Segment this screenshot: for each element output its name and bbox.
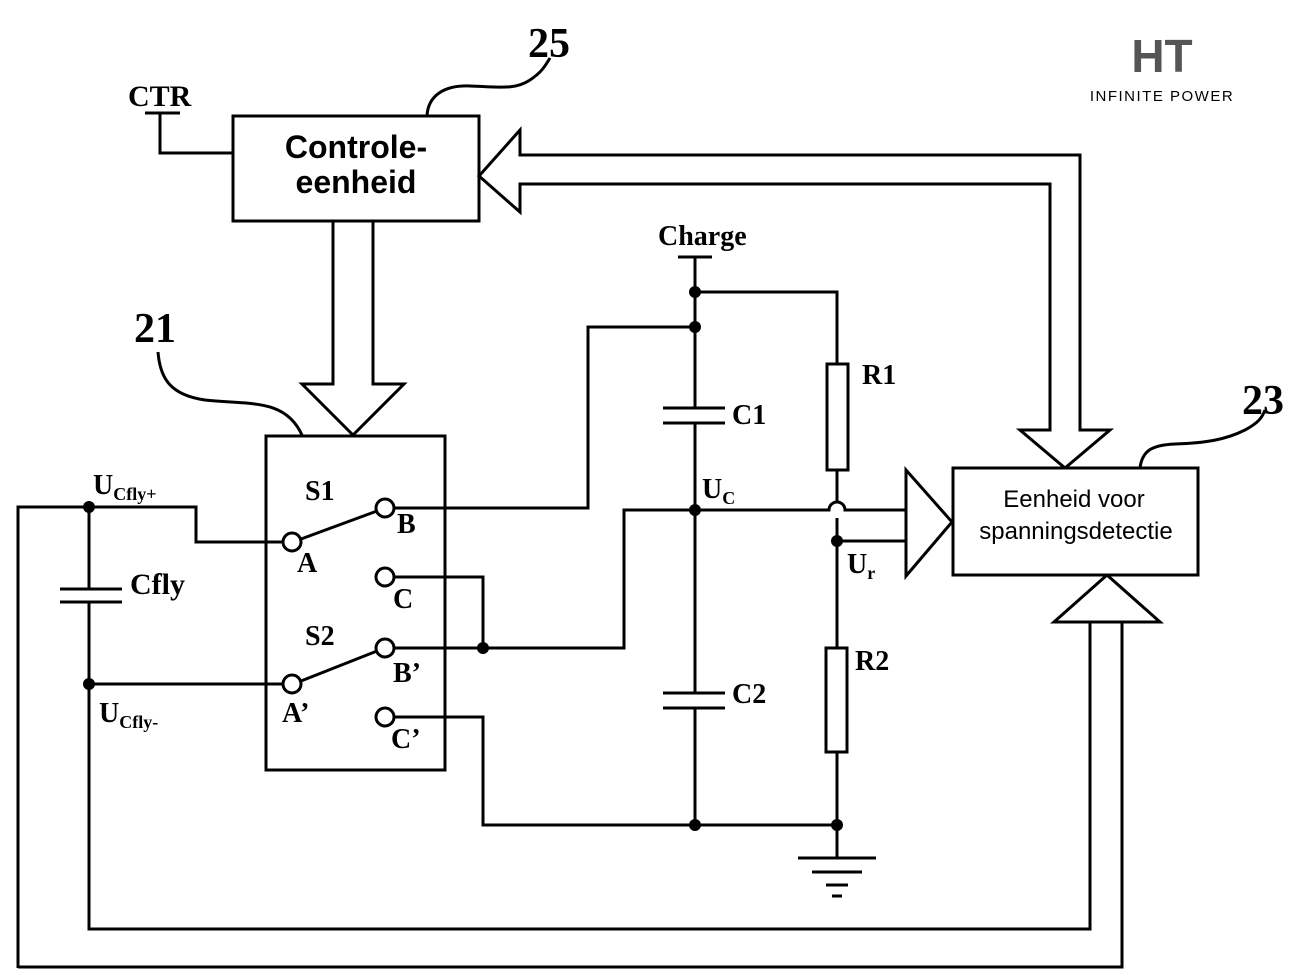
uc-label: UC [702, 474, 735, 508]
switch-contact-a-prime [281, 673, 303, 695]
wire-b-to-c1-top [394, 325, 695, 510]
arrow-up-shaft [1088, 622, 1124, 967]
junction-c1-top [689, 321, 701, 333]
s2-label: S2 [305, 621, 335, 652]
logo: HT INFINITE POWER [1090, 30, 1234, 105]
ref-25-leader [425, 57, 552, 117]
contact-a-label: A [297, 548, 318, 579]
r2-resistor [824, 646, 849, 754]
wire-c-to-node [394, 575, 485, 648]
c2-label: C2 [732, 679, 766, 710]
ctr-label: CTR [128, 80, 192, 113]
ucfly-plus-wire [16, 505, 283, 968]
control-unit-label-line1: Controle- [285, 129, 427, 165]
ref-23-leader [1138, 409, 1267, 469]
c2-plates [663, 691, 725, 710]
cfly-label: Cfly [130, 568, 185, 601]
uc-measure-wire [695, 500, 906, 512]
switch-contact-c [374, 566, 396, 588]
c1-plates [663, 406, 725, 425]
cfly-plates [60, 587, 122, 604]
ucfly-plus-label: UCfly+ [93, 470, 157, 504]
junction-ucfly-plus [83, 501, 95, 513]
switch-contact-b [374, 497, 396, 519]
contact-c-label: C [393, 584, 413, 615]
arrow-to-detection [904, 466, 954, 581]
switch-s2-blade [300, 649, 378, 683]
wire-b-prime-to-uc [394, 508, 695, 650]
switch-s1-blade [300, 509, 378, 541]
ctr-wire [145, 111, 233, 155]
contact-a-prime-label: A’ [282, 698, 309, 729]
arrow-up-to-detection [1050, 572, 1164, 624]
feedback-arrow-to-control [476, 126, 1115, 470]
r1-label: R1 [862, 360, 896, 391]
outer-return-wire [18, 622, 1124, 969]
detection-unit-label-line2: spanningsdetectie [979, 518, 1172, 545]
logo-tagline: INFINITE POWER [1090, 88, 1234, 105]
ref-23-label: 23 [1242, 378, 1284, 424]
ground-symbol [798, 856, 876, 898]
ref-21-leader [156, 351, 304, 436]
detection-unit-box [951, 466, 1200, 577]
charge-label: Charge [658, 221, 747, 252]
ur-label: Ur [847, 549, 875, 583]
r1-resistor [825, 362, 850, 472]
contact-b-prime-label: B’ [393, 658, 421, 689]
detection-unit-label-line1: Eenheid voor [1003, 486, 1144, 513]
contact-c-prime-label: C’ [391, 724, 421, 755]
control-arrow-to-switch [298, 219, 408, 438]
junction-ucfly-minus [83, 678, 95, 690]
ref-21-label: 21 [134, 306, 176, 352]
r1-top-wire [695, 290, 839, 364]
switch-block [264, 434, 447, 772]
ref-25-label: 25 [528, 21, 570, 67]
junction-c-b-prime [477, 642, 489, 654]
wire-c-prime-to-ground [394, 715, 695, 827]
contact-b-label: B [397, 509, 416, 540]
c1-label: C1 [732, 400, 766, 431]
switch-contact-a [281, 531, 303, 553]
control-unit-label-line2: eenheid [296, 164, 417, 200]
switch-contact-b-prime [374, 637, 396, 659]
logo-mark: HT [1131, 30, 1192, 82]
ucfly-minus-label: UCfly- [99, 698, 158, 732]
control-unit-box [231, 114, 481, 223]
s1-label: S1 [305, 476, 335, 507]
ucfly-minus-return-wire [87, 602, 1092, 931]
r2-label: R2 [855, 646, 889, 677]
